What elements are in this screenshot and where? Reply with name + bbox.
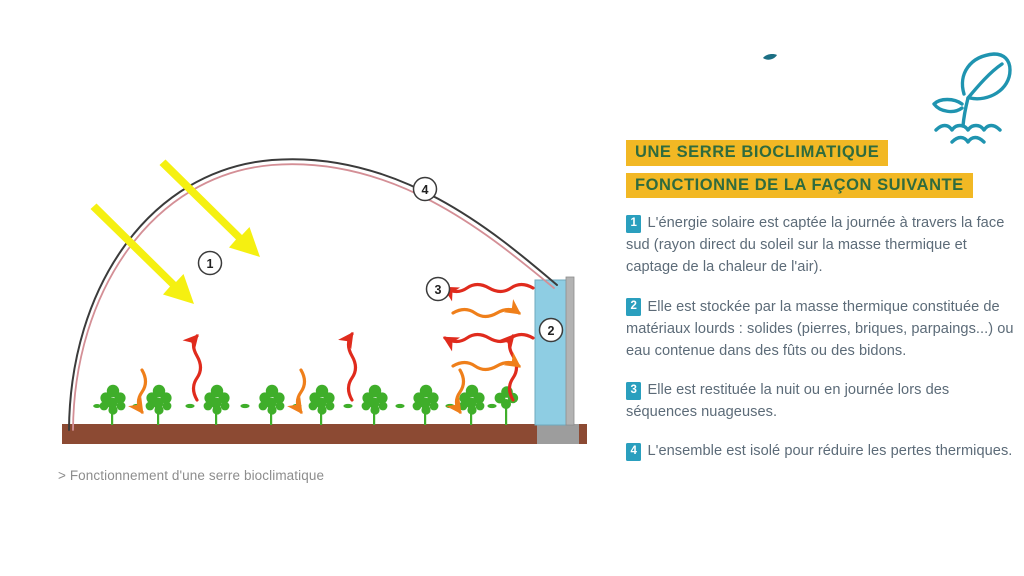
yellow-sun-ray-arrows bbox=[90, 159, 260, 304]
plant-row bbox=[93, 384, 519, 425]
panel-title-line-2: FONCTIONNE DE LA FAÇON SUIVANTE bbox=[626, 172, 973, 198]
step-badge-2: 2 bbox=[626, 298, 642, 317]
greenhouse-illustration: 1 4 3 2 > Fonctionnement d'une serre bio… bbox=[58, 158, 587, 483]
marker-2-label: 2 bbox=[548, 324, 555, 338]
marker-3: 3 bbox=[425, 276, 451, 302]
step-item-4: 4 L'ensemble est isolé pour réduire les p… bbox=[626, 440, 1018, 462]
panel-title: UNE SERRE BIOCLIMATIQUE FONCTIONNE DE LA… bbox=[626, 140, 973, 205]
thermal-mass-wall bbox=[534, 276, 579, 444]
marker-4: 4 bbox=[412, 176, 438, 202]
bird-mark-icon bbox=[763, 54, 777, 60]
panel-title-line-1: UNE SERRE BIOCLIMATIQUE bbox=[626, 140, 889, 166]
red-wavy-heat-arrows bbox=[182, 282, 535, 402]
sprout-seedling-icon bbox=[932, 52, 1012, 144]
marker-1-label: 1 bbox=[207, 257, 214, 271]
greenhouse-diagram: 1 4 3 2 bbox=[62, 158, 587, 444]
marker-1: 1 bbox=[197, 250, 223, 276]
marker-3-label: 3 bbox=[435, 283, 442, 297]
marker-4-label: 4 bbox=[422, 183, 429, 197]
step-badge-1: 1 bbox=[626, 214, 642, 233]
step-badge-4: 4 bbox=[626, 442, 642, 461]
step-text-4: L'ensemble est isolé pour réduire les pe… bbox=[647, 443, 1013, 460]
step-text-1: L'énergie solaire est captée la journée … bbox=[626, 215, 1005, 276]
illustration-caption: > Fonctionnement d'une serre bioclimatiq… bbox=[58, 468, 325, 483]
step-text-2: Elle est stockée par la masse thermique … bbox=[626, 298, 1014, 359]
step-text-3: Elle est restituée la nuit ou en journée… bbox=[626, 382, 950, 421]
soil-bed bbox=[62, 424, 587, 444]
step-badge-3: 3 bbox=[626, 381, 642, 400]
marker-2: 2 bbox=[538, 317, 564, 343]
orange-wavy-heat-arrows bbox=[128, 299, 522, 415]
greenhouse-dome bbox=[68, 158, 558, 431]
